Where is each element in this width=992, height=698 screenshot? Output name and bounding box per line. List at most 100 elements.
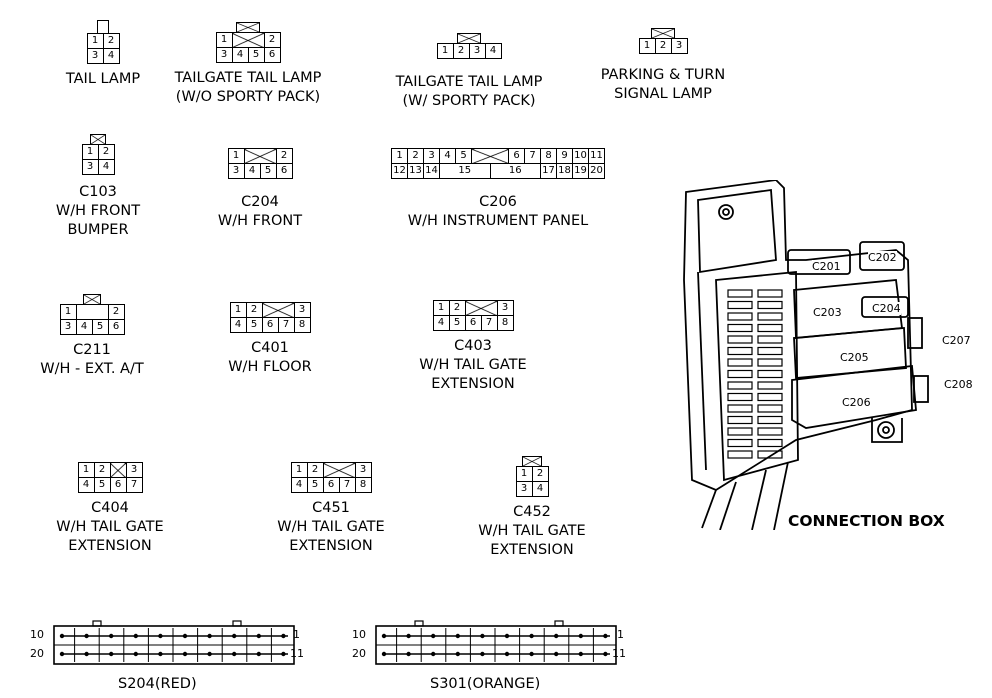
splice-terminal [603,633,608,639]
splice-terminal [84,651,89,657]
pin: 10 [572,148,589,164]
fuse-slot [727,415,753,425]
pin: 15 [439,163,491,179]
connector-caption: TAIL LAMP [65,71,141,87]
splice-terminal [504,633,510,639]
pin: 2 [407,148,424,164]
pin: 9 [556,148,573,164]
box-connector-label: C202 [868,251,897,264]
pin: 2 [275,148,293,164]
pin: 8 [354,477,372,493]
splice-pin-label: 10 [30,628,44,641]
pin: 7 [277,317,295,333]
blank-cavity [243,148,277,164]
pin: 5 [91,319,109,335]
pin: 1 [436,43,454,59]
pin: 8 [293,317,311,333]
pin: 3 [59,319,77,335]
blank-cavity [471,148,509,164]
splice-terminal [578,633,583,639]
splice-terminal [109,651,114,657]
pin: 6 [508,148,525,164]
box-connector-label: C204 [872,302,901,315]
pin: 4 [531,481,549,497]
connector-latch [457,33,481,43]
pin: 6 [107,319,125,335]
pin: 1 [215,32,233,48]
pin: 5 [259,163,277,179]
pin: 1 [59,304,77,320]
splice-terminal [232,651,237,657]
splice-terminal [529,633,534,639]
splice-terminal [182,651,188,657]
splice-terminal [406,633,411,639]
pin: 3 [496,300,514,316]
c206-connector: 1 2 3 4 5 6 7 8 9 10 11 12 13 14 15 16 1… [358,148,638,231]
connection-box-title: CONNECTION BOX [788,512,945,530]
splice-terminal [480,651,485,657]
box-connector-label: C201 [812,260,841,273]
pin: 7 [338,477,356,493]
pin: 17 [540,163,557,179]
splice-terminal [381,633,387,639]
fuse-slot [727,404,753,413]
splice-terminal [431,651,436,657]
splice-terminal [455,651,460,657]
splice-pin-label: 10 [352,628,366,641]
splice-terminal [158,633,163,639]
pin: 8 [540,148,557,164]
pin: 13 [407,163,424,179]
splice-terminal [578,651,583,657]
connector-caption: TAILGATE TAIL LAMP(W/O SPORTY PACK) [174,70,322,105]
splice-terminal [480,633,485,639]
pin: 2 [448,300,466,316]
pin: 2 [102,33,120,49]
pin: 1 [229,302,247,318]
blank-cavity [109,462,127,478]
connector-latch [651,28,675,38]
pin: 2 [97,144,115,160]
pin: 5 [306,477,324,493]
pin: 3 [468,43,486,59]
pin: 11 [588,148,605,164]
splice-terminal [256,633,261,639]
splice-label: S301(ORANGE) [430,676,541,692]
fuse-slot [757,381,783,390]
pin: 4 [229,317,247,333]
pin: 4 [231,47,249,63]
connector-latch [83,294,101,304]
pin: 1 [432,300,450,316]
splice-pin-label: 11 [290,647,304,660]
pin: 2 [306,462,324,478]
fuse-slot [727,392,753,402]
connector-latch [90,134,106,144]
pin: 5 [455,148,472,164]
fuse-slot [727,300,753,310]
pin: 18 [556,163,573,179]
connector-latch [522,456,542,466]
box-connector-label: C206 [842,396,871,409]
pin: 4 [102,48,120,64]
fuse-slot [757,392,783,402]
connector-tab [97,20,109,33]
fuse-slot [757,427,783,436]
pin: 1 [290,462,308,478]
splice-terminal [603,651,608,657]
splice-terminal [109,633,114,639]
pin: 7 [125,477,143,493]
splice-terminal [455,633,460,639]
fuse-slot [757,300,783,310]
pin: 6 [261,317,279,333]
pin: 3 [81,159,99,175]
pin: 4 [75,319,93,335]
